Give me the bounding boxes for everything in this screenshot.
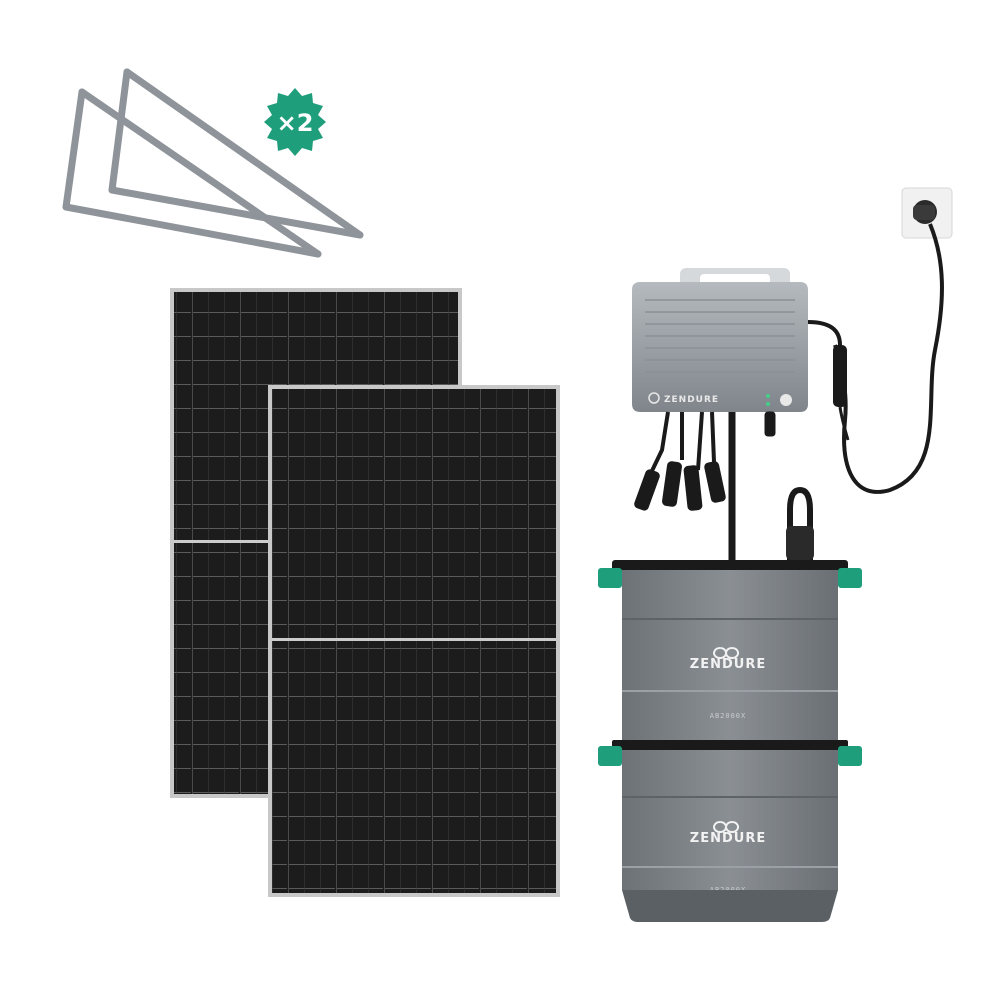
zendure-logo-icon [713, 821, 740, 833]
battery-brand: ZENDURE [690, 657, 766, 672]
battery-brand: ZENDURE [690, 831, 766, 846]
battery-model: AB2000X [710, 712, 747, 720]
power-plug [833, 187, 953, 494]
inverter-brand: ZENDURE [664, 395, 719, 405]
mc4-connectors [634, 411, 776, 560]
quantity-badge: ×2 [264, 88, 326, 156]
status-led [766, 402, 770, 406]
battery-base [622, 890, 838, 922]
badge-label: ×2 [277, 109, 314, 137]
battery-cable [786, 486, 814, 560]
mc4-connector-icon [704, 461, 726, 503]
mc4-connector-icon [683, 465, 703, 511]
power-button-icon [780, 394, 792, 406]
mc4-connector-icon [634, 469, 660, 511]
battery-unit-1: ZENDURE AB2000X [598, 568, 862, 742]
zendure-logo-icon [648, 392, 660, 404]
zendure-logo-icon [713, 647, 740, 659]
mounting-brackets [62, 68, 364, 258]
solar-panel-front [268, 385, 560, 897]
inverter: ZENDURE [632, 268, 850, 441]
mc4-connector-icon [662, 461, 682, 507]
battery-unit-2: ZENDURE AB2000X [598, 746, 862, 894]
status-led [766, 394, 770, 398]
battery-strap [612, 740, 848, 750]
